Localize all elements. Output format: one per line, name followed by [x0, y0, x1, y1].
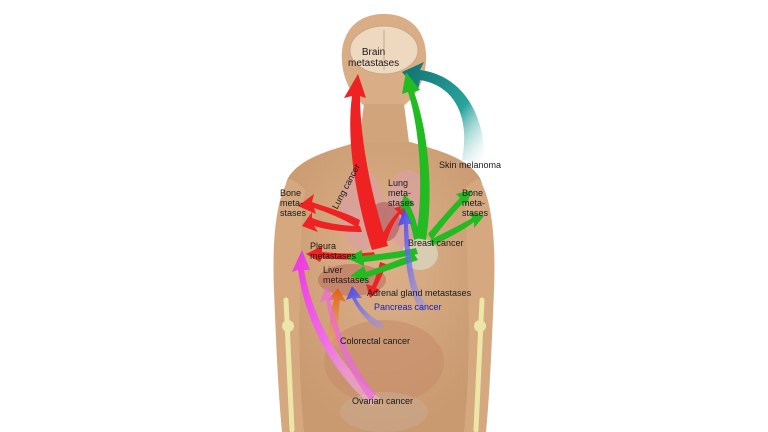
right-arm: [462, 178, 495, 432]
label-line: Bone: [462, 188, 484, 198]
bone-metastases-left-label: Bone meta- stases: [280, 188, 306, 218]
label-line: metastases: [348, 58, 400, 69]
colorectal-cancer-arrow: [328, 288, 346, 346]
label-line: Liver: [323, 265, 343, 275]
neck: [358, 104, 410, 150]
ovarian-cancer-label: Ovarian cancer: [352, 396, 414, 406]
brain-metastases-label: Brain metastases: [348, 47, 399, 69]
ovarian-cancer-arrow: [292, 250, 380, 406]
pelvis: [340, 392, 428, 432]
label-line: Brain: [361, 47, 386, 58]
label-line: stases: [280, 208, 307, 218]
left-arm: [273, 178, 306, 432]
label-line: stases: [462, 208, 489, 218]
label-line: meta-: [462, 198, 486, 208]
label-line: Lung: [388, 178, 409, 188]
label-line: stases: [388, 198, 415, 208]
organs: [318, 25, 444, 432]
lung-metastases-label: Lung meta- stases: [388, 178, 414, 208]
label-line: Pleura: [310, 241, 337, 251]
label-line: Bone: [280, 188, 302, 198]
pancreas-cancer-label: Pancreas cancer: [374, 302, 442, 312]
breast-cancer-label: Breast cancer: [408, 238, 464, 248]
breast-cancer-arrows: [346, 72, 484, 282]
label-line: metastases: [323, 275, 370, 285]
adrenal-gland-metastases-label: Adrenal gland metastases: [367, 288, 472, 298]
bone-metastases-right-label: Bone meta- stases: [462, 188, 488, 218]
ovarian-cancer-arrow-liver: [320, 286, 376, 400]
pleura-metastases-label: Pleura metastases: [310, 241, 356, 261]
label-line: meta-: [280, 198, 304, 208]
label-line: metastases: [310, 251, 357, 261]
pancreas-cancer-arrows: [346, 208, 428, 330]
colorectal-cancer-label: Colorectal cancer: [340, 336, 411, 346]
liver-metastases-label: Liver metastases: [323, 265, 369, 285]
skin-melanoma-arrow: [402, 62, 485, 162]
label-line: meta-: [388, 188, 412, 198]
skin-melanoma-label: Skin melanoma: [439, 160, 502, 170]
